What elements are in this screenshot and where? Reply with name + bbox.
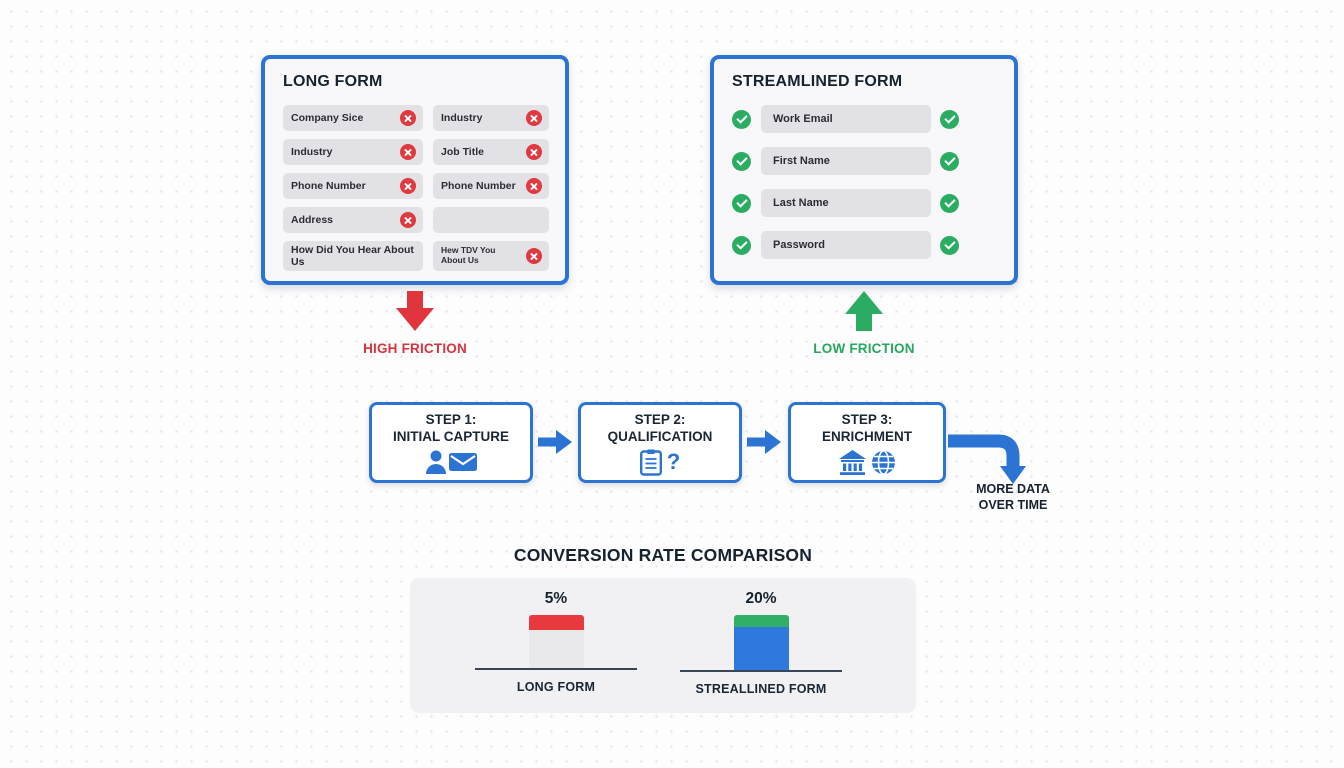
clipboard-icon bbox=[639, 449, 662, 476]
error-x-icon bbox=[526, 178, 542, 194]
form-field: Password bbox=[761, 231, 931, 259]
error-x-icon bbox=[526, 248, 542, 264]
check-circle-icon bbox=[732, 109, 751, 129]
field-label: Phone Number bbox=[291, 179, 366, 192]
envelope-icon bbox=[449, 453, 477, 471]
step-1-line2: INITIAL CAPTURE bbox=[392, 429, 509, 444]
field-label: Work Email bbox=[773, 113, 833, 125]
bar-category-label: STREALLINED FORM bbox=[695, 682, 827, 696]
field-label: Job Title bbox=[441, 145, 484, 158]
step-3-box: STEP 3: ENRICHMENT bbox=[788, 402, 946, 483]
conversion-chart-panel: 5% LONG FORM 20% STREALLINED FORM bbox=[410, 578, 916, 713]
check-circle-icon bbox=[940, 193, 959, 213]
question-mark-icon: ? bbox=[666, 449, 681, 474]
step-2-icons: ? bbox=[639, 448, 681, 476]
form-field: Job Title bbox=[433, 139, 549, 165]
field-label: Company Sice bbox=[291, 111, 364, 124]
streamlined-form-rows: Work Email First Name Last Name Password bbox=[732, 105, 998, 273]
person-icon bbox=[426, 450, 446, 474]
field-label: Industry bbox=[441, 111, 483, 124]
check-circle-icon bbox=[940, 151, 959, 171]
form-row: Last Name bbox=[732, 189, 998, 217]
error-x-icon bbox=[400, 178, 416, 194]
form-field: Hew TDV You About Us bbox=[433, 241, 549, 271]
form-field-empty bbox=[433, 207, 549, 233]
bar-segment-blue bbox=[733, 627, 789, 670]
bar-value-label: 20% bbox=[745, 590, 777, 607]
form-row: Work Email bbox=[732, 105, 998, 133]
up-arrow-icon bbox=[845, 291, 883, 331]
high-friction-callout: HIGH FRICTION bbox=[340, 291, 490, 356]
bank-icon bbox=[838, 449, 866, 475]
step-2-line1: STEP 2: bbox=[634, 412, 686, 427]
outcome-label: MORE DATA OVER TIME bbox=[953, 481, 1073, 513]
check-circle-icon bbox=[940, 235, 959, 255]
outcome-line1: MORE DATA bbox=[976, 482, 1050, 496]
long-form-title: LONG FORM bbox=[283, 73, 383, 90]
axis-line bbox=[475, 668, 637, 670]
form-field: Phone Number bbox=[283, 173, 423, 199]
bar-streamlined-form bbox=[733, 615, 789, 670]
form-row: First Name bbox=[732, 147, 998, 175]
step-2-box: STEP 2: QUALIFICATION ? bbox=[578, 402, 742, 483]
high-friction-label: HIGH FRICTION bbox=[363, 341, 467, 356]
field-label: Password bbox=[773, 239, 825, 251]
check-circle-icon bbox=[940, 109, 959, 129]
field-label: Hew TDV You About Us bbox=[441, 245, 496, 265]
streamlined-form-title: STREAMLINED FORM bbox=[732, 73, 903, 90]
form-field: Company Sice bbox=[283, 105, 423, 131]
step-3-line1: STEP 3: bbox=[841, 412, 893, 427]
form-field: First Name bbox=[761, 147, 931, 175]
step-1-icons bbox=[425, 448, 477, 476]
long-form-field-grid: Company Sice Industry Industry Job Title… bbox=[283, 105, 549, 271]
bar-group-long-form: 5% LONG FORM bbox=[475, 590, 637, 694]
error-x-icon bbox=[400, 144, 416, 160]
bar-value-label: 5% bbox=[544, 590, 568, 607]
form-field: Industry bbox=[433, 105, 549, 131]
form-row: Password bbox=[732, 231, 998, 259]
step-1-box: STEP 1: INITIAL CAPTURE bbox=[369, 402, 533, 483]
right-arrow-icon bbox=[538, 430, 572, 454]
low-friction-label: LOW FRICTION bbox=[813, 341, 915, 356]
form-field: Last Name bbox=[761, 189, 931, 217]
field-label: Phone Number bbox=[441, 179, 516, 192]
error-x-icon bbox=[400, 212, 416, 228]
check-circle-icon bbox=[732, 151, 751, 171]
field-label: Last Name bbox=[773, 197, 829, 209]
form-field: Work Email bbox=[761, 105, 931, 133]
form-field: Phone Number bbox=[433, 173, 549, 199]
outcome-line2: OVER TIME bbox=[978, 498, 1048, 512]
bar-group-streamlined-form: 20% STREALLINED FORM bbox=[680, 590, 842, 696]
field-label: How Did You Hear About Us bbox=[291, 243, 414, 268]
error-x-icon bbox=[526, 144, 542, 160]
streamlined-form-panel: STREAMLINED FORM Work Email First Name L… bbox=[710, 55, 1018, 285]
elbow-down-arrow-icon bbox=[948, 434, 1026, 484]
bar-segment-red bbox=[528, 615, 584, 630]
form-field: Industry bbox=[283, 139, 423, 165]
check-circle-icon bbox=[732, 193, 751, 213]
globe-icon bbox=[871, 449, 895, 475]
chart-title: CONVERSION RATE COMPARISON bbox=[513, 545, 813, 565]
bar-category-label: LONG FORM bbox=[516, 680, 596, 694]
form-field: Address bbox=[283, 207, 423, 233]
long-form-panel: LONG FORM Company Sice Industry Industry… bbox=[261, 55, 569, 285]
step-3-icons bbox=[838, 448, 896, 476]
field-label: Industry bbox=[291, 145, 333, 158]
field-label: First Name bbox=[773, 155, 830, 167]
low-friction-callout: LOW FRICTION bbox=[789, 291, 939, 356]
right-arrow-icon bbox=[747, 430, 781, 454]
form-field: How Did You Hear About Us bbox=[283, 241, 423, 271]
check-circle-icon bbox=[732, 235, 751, 255]
field-label: Address bbox=[291, 213, 334, 226]
bar-long-form bbox=[528, 615, 584, 668]
step-2-line2: QUALIFICATION bbox=[607, 429, 713, 444]
bar-segment-gray bbox=[528, 630, 584, 668]
bar-segment-green bbox=[733, 615, 789, 627]
down-arrow-icon bbox=[396, 291, 434, 331]
error-x-icon bbox=[526, 110, 542, 126]
step-1-line1: STEP 1: bbox=[425, 412, 477, 427]
axis-line bbox=[680, 670, 842, 672]
step-3-line2: ENRICHMENT bbox=[822, 429, 912, 444]
error-x-icon bbox=[400, 110, 416, 126]
